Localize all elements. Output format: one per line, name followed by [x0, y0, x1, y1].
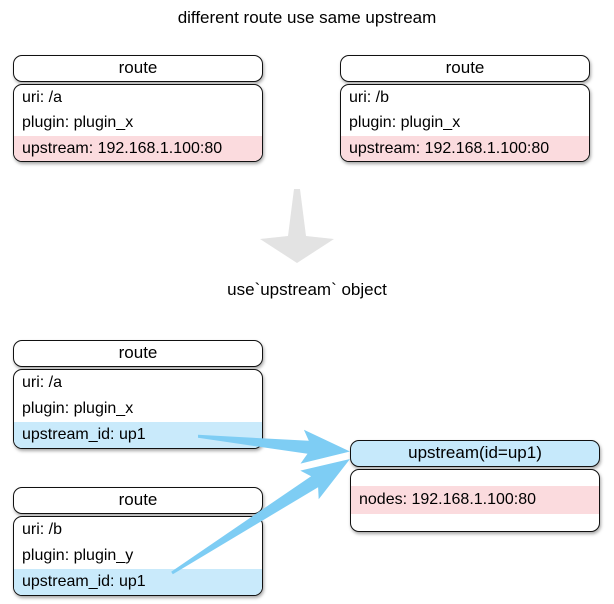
- upstream-header: upstream(id=up1): [350, 440, 600, 467]
- route-box-top-right: route uri: /b plugin: plugin_x upstream:…: [340, 55, 590, 162]
- upstream-nodes-row: nodes: 192.168.1.100:80: [351, 486, 599, 514]
- route-upstream-row: upstream: 192.168.1.100:80: [341, 135, 589, 161]
- route-header: route: [13, 340, 263, 367]
- spacer: [351, 470, 599, 486]
- top-caption: different route use same upstream: [177, 8, 437, 27]
- bottom-caption: use`upstream` object: [227, 280, 387, 299]
- route-upstream-row: upstream: 192.168.1.100:80: [14, 135, 262, 161]
- route-body: uri: /b plugin: plugin_x upstream: 192.1…: [340, 84, 590, 162]
- spacer: [351, 514, 599, 531]
- route-plugin-row: plugin: plugin_x: [22, 400, 134, 417]
- transform-down-arrow-icon: [260, 189, 334, 263]
- route-body: uri: /a plugin: plugin_x upstream: 192.1…: [13, 84, 263, 162]
- route-header: route: [13, 55, 263, 82]
- route-uri-row: uri: /b: [22, 521, 63, 538]
- route-body: uri: /a plugin: plugin_x upstream_id: up…: [13, 369, 263, 449]
- route-upstream-id-row: upstream_id: up1: [14, 422, 262, 448]
- route-box-bottom-first: route uri: /a plugin: plugin_x upstream_…: [13, 340, 263, 449]
- route-plugin-row: plugin: plugin_y: [22, 547, 134, 564]
- upstream-body: nodes: 192.168.1.100:80: [350, 469, 600, 532]
- route-plugin-row: plugin: plugin_x: [349, 114, 461, 132]
- route-box-top-left: route uri: /a plugin: plugin_x upstream:…: [13, 55, 263, 162]
- route-header: route: [13, 487, 263, 514]
- route-box-bottom-second: route uri: /b plugin: plugin_y upstream_…: [13, 487, 263, 596]
- route-plugin-row: plugin: plugin_x: [22, 114, 134, 132]
- route-uri-row: uri: /b: [349, 89, 390, 106]
- upstream-box: upstream(id=up1) nodes: 192.168.1.100:80: [350, 440, 600, 532]
- route-uri-row: uri: /a: [22, 374, 63, 391]
- route-header: route: [340, 55, 590, 82]
- route-upstream-id-row: upstream_id: up1: [14, 569, 262, 595]
- route-uri-row: uri: /a: [22, 89, 63, 106]
- route-body: uri: /b plugin: plugin_y upstream_id: up…: [13, 516, 263, 596]
